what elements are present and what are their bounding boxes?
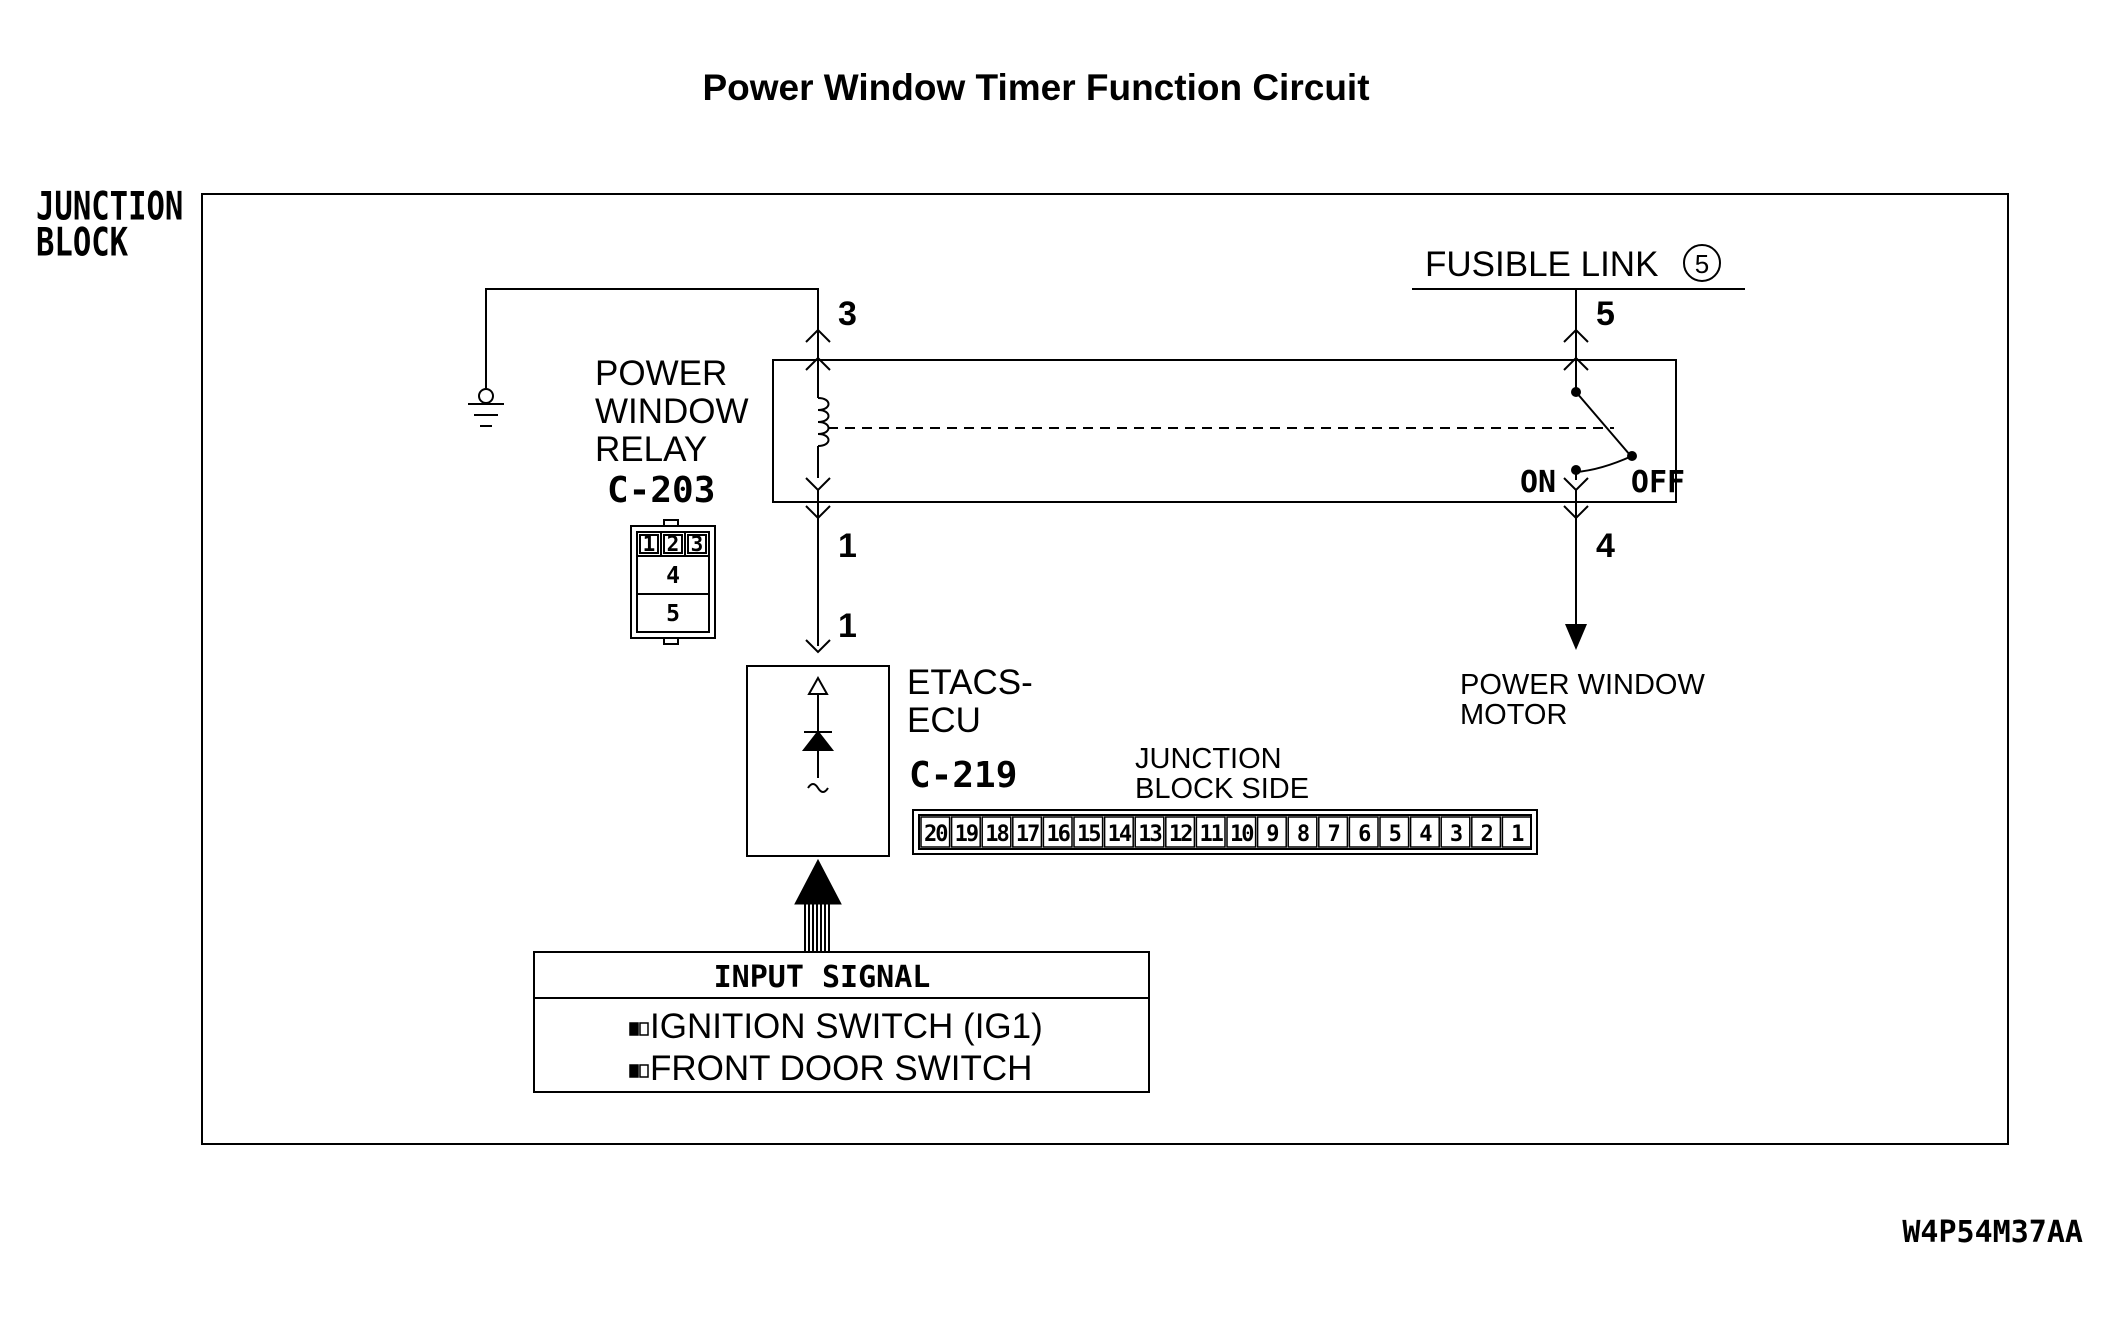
bullet-icon xyxy=(629,1064,649,1078)
relay-name-line3: RELAY xyxy=(595,430,707,469)
junction-side-pin-cell xyxy=(981,816,1012,848)
ecu-transistor-icon xyxy=(801,675,835,793)
junction-side-pin-cell xyxy=(1073,816,1104,848)
diagram-title: Power Window Timer Function Circuit xyxy=(702,67,1369,108)
junction-side-pin-cell xyxy=(920,816,951,848)
junction-side-pin-cell xyxy=(1318,816,1349,848)
junction-side-pin-label: 13 xyxy=(1138,822,1161,847)
junction-side-pin-label: 18 xyxy=(985,822,1008,847)
junction-side-pin-label: 4 xyxy=(1419,822,1432,847)
motor-label-line2: MOTOR xyxy=(1460,699,1567,731)
fusible-link-label: FUSIBLE LINK xyxy=(1425,245,1658,284)
junction-side-pin-label: 12 xyxy=(1169,822,1192,847)
relay-switch-wire xyxy=(1563,289,1633,626)
junction-block-frame xyxy=(201,193,2009,1145)
relay-connector-pin-2: 2 xyxy=(667,532,680,556)
junction-side-pin-cell xyxy=(1165,816,1196,848)
ecu-box xyxy=(746,665,890,857)
junction-block-label-line1: JUNCTION xyxy=(36,184,183,230)
junction-side-label-line1: JUNCTION xyxy=(1135,743,1282,775)
junction-side-pin-cell xyxy=(1103,816,1134,848)
junction-side-pin-label: 7 xyxy=(1327,822,1339,847)
motor-arrow-icon xyxy=(1565,624,1587,650)
relay-connector-code: C-203 xyxy=(607,470,715,511)
input-signal-arrow xyxy=(794,858,842,952)
relay-coil-wire xyxy=(805,324,831,390)
relay-connector-pin-5: 5 xyxy=(666,601,680,627)
fusible-link-number-circle xyxy=(1683,244,1721,282)
relay-name-line2: WINDOW xyxy=(595,392,749,431)
junction-block-label-line2: BLOCK xyxy=(36,220,128,266)
junction-side-pin-label: 5 xyxy=(1389,822,1401,847)
junction-side-pin-label: 9 xyxy=(1266,822,1278,847)
relay-connector-face xyxy=(630,519,716,645)
input-signal-item-1: IGNITION SWITCH (IG1) xyxy=(650,1007,1043,1046)
relay-name-line1: POWER xyxy=(595,354,727,393)
junction-side-pin-cell xyxy=(1195,816,1226,848)
junction-side-pin-cell xyxy=(1134,816,1165,848)
motor-label-line1: POWER WINDOW xyxy=(1460,669,1705,701)
ecu-connector-code: C-219 xyxy=(909,755,1017,796)
junction-side-pin-label: 16 xyxy=(1046,822,1070,847)
junction-side-pin-label: 10 xyxy=(1230,822,1253,847)
junction-side-pin-label: 15 xyxy=(1077,822,1100,847)
relay-connector-pin-4: 4 xyxy=(666,563,680,589)
junction-side-pin-cell xyxy=(1379,816,1410,848)
coil-icon xyxy=(805,390,831,654)
bullet-icon xyxy=(629,1022,649,1036)
junction-side-pin-label: 19 xyxy=(955,822,978,847)
relay-pin-label-1: 1 xyxy=(838,527,857,565)
junction-side-pin-cell xyxy=(1501,816,1532,848)
switch-off-label: OFF xyxy=(1631,465,1685,500)
ground-icon xyxy=(468,388,504,427)
junction-side-pin-label: 11 xyxy=(1199,822,1223,847)
relay-box xyxy=(772,359,1677,503)
relay-connector-pin-3: 3 xyxy=(691,532,704,556)
junction-side-pin-cell xyxy=(1440,816,1471,848)
junction-side-pin-cell xyxy=(1409,816,1440,848)
switch-on-label: ON xyxy=(1520,465,1556,500)
junction-side-pin-cell xyxy=(1012,816,1043,848)
junction-side-pin-cell xyxy=(1226,816,1257,848)
junction-side-pin-cell xyxy=(1348,816,1379,848)
relay-pin-label-5: 5 xyxy=(1596,295,1615,333)
ecu-name-line2: ECU xyxy=(907,701,981,740)
ecu-name-line1: ETACS- xyxy=(907,663,1033,702)
junction-side-pin-cell xyxy=(1287,816,1318,848)
junction-side-pin-label: 1 xyxy=(1511,822,1524,847)
junction-side-pin-label: 14 xyxy=(1108,822,1132,847)
relay-switch-contacts xyxy=(1571,387,1637,475)
input-signal-box xyxy=(533,951,1150,1093)
junction-side-pin-label: 2 xyxy=(1480,822,1492,847)
figure-code: W4P54M37AA xyxy=(1902,1215,2083,1250)
relay-pin-label-4: 4 xyxy=(1596,527,1615,565)
junction-side-pin-cell xyxy=(1042,816,1073,848)
junction-side-label-line2: BLOCK SIDE xyxy=(1135,773,1309,805)
junction-side-pin-label: 3 xyxy=(1450,822,1462,847)
junction-side-pin-label: 8 xyxy=(1297,822,1309,847)
input-signal-header: INPUT SIGNAL xyxy=(714,960,931,995)
junction-side-pin-cell xyxy=(1471,816,1502,848)
ecu-pin-label-1: 1 xyxy=(838,607,857,645)
input-signal-item-2: FRONT DOOR SWITCH xyxy=(650,1049,1032,1088)
relay-pin-label-3: 3 xyxy=(838,295,857,333)
junction-side-pin-label: 6 xyxy=(1358,822,1371,847)
junction-side-pin-label: 20 xyxy=(924,822,947,847)
fusible-link-number: 5 xyxy=(1695,249,1709,279)
relay-connector-pin-1: 1 xyxy=(643,532,656,556)
junction-side-pin-cell xyxy=(1256,816,1287,848)
junction-side-pin-label: 17 xyxy=(1016,822,1039,847)
ground-wire xyxy=(485,288,819,390)
junction-side-pin-cell xyxy=(950,816,981,848)
